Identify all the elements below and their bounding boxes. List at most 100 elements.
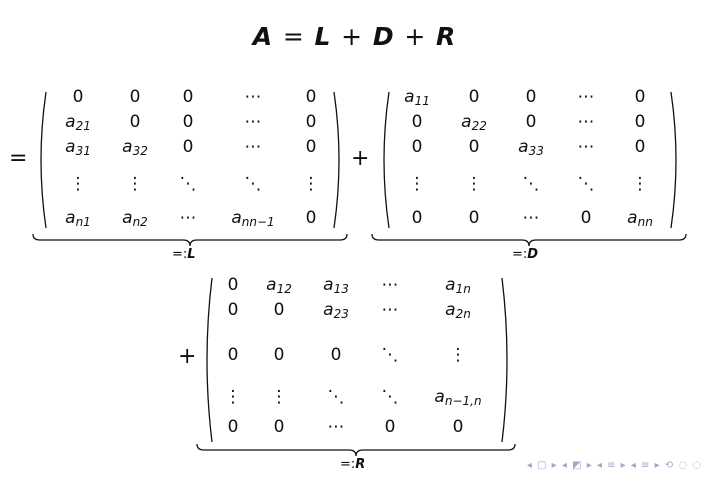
matrix-l-cell: ann−1 xyxy=(231,208,275,229)
matrix-l-cell: ⋮ xyxy=(126,174,144,194)
matrix-l-cell: ⋱ xyxy=(244,174,262,194)
matrix-l-cell: 0 xyxy=(182,137,194,157)
matrix-d-cell: 0 xyxy=(411,137,423,157)
matrix-d-left-paren xyxy=(383,91,390,229)
matrix-d-cell: ⋱ xyxy=(577,174,595,194)
navigation-symbols[interactable]: ◂ ▢ ▸ ◂ ◩ ▸ ◂ ≡ ▸ ◂ ≡ ▸ ⟲ ◌ ◌ xyxy=(526,460,702,471)
matrix-r-cell: 0 xyxy=(384,417,396,437)
matrix-r-cell: ⋮ xyxy=(224,387,242,407)
matrix-d-cell: 0 xyxy=(634,137,646,157)
matrix-l-cell: ⋮ xyxy=(302,174,320,194)
matrix-l-cell: a21 xyxy=(65,112,91,133)
matrix-l-cell: 0 xyxy=(305,112,317,132)
matrix-d-cell: a22 xyxy=(461,112,487,133)
brace-r xyxy=(196,443,516,457)
matrix-l-cell: a32 xyxy=(122,137,148,158)
matrix-r-cell: a2n xyxy=(445,300,471,321)
matrix-r-cell: a12 xyxy=(266,275,292,296)
matrix-l-right-paren xyxy=(333,91,340,229)
matrix-r-cell: 0 xyxy=(273,345,285,365)
matrix-r-cell: ⋮ xyxy=(449,345,467,365)
matrix-l-cell: 0 xyxy=(305,137,317,157)
matrix-d-cell: ann xyxy=(627,208,653,229)
matrix-d-cell: a33 xyxy=(518,137,544,158)
equals-sign: = xyxy=(9,146,28,171)
matrix-l-cell: 0 xyxy=(129,112,141,132)
matrix-r-right-paren xyxy=(501,277,508,443)
matrix-d-cell: ⋮ xyxy=(408,174,426,194)
matrix-d-cell: ⋯ xyxy=(577,112,595,132)
matrix-r-cell: an−1,n xyxy=(434,387,482,408)
matrix-r-cell: 0 xyxy=(273,300,285,320)
title-plus-2: + xyxy=(404,22,426,51)
matrix-d-cell: 0 xyxy=(468,208,480,228)
plus-sign-2: + xyxy=(178,344,197,369)
matrix-r-cell: 0 xyxy=(227,345,239,365)
matrix-r-cell: ⋮ xyxy=(270,387,288,407)
equation-title: A = L + D + R xyxy=(0,22,708,51)
matrix-l-cell: an1 xyxy=(65,208,91,229)
matrix-r-cell: ⋯ xyxy=(327,417,345,437)
matrix-l-cell: ⋯ xyxy=(179,208,197,228)
matrix-r-cell: a13 xyxy=(323,275,349,296)
matrix-l-cell: an2 xyxy=(122,208,148,229)
matrix-l-cell: ⋱ xyxy=(179,174,197,194)
matrix-r-cell: ⋱ xyxy=(327,387,345,407)
title-plus-1: + xyxy=(341,22,363,51)
matrix-d-cell: 0 xyxy=(525,112,537,132)
matrix-r-cell: 0 xyxy=(227,417,239,437)
matrix-r-cell: ⋯ xyxy=(381,275,399,295)
label-l: =:L xyxy=(172,247,196,262)
matrix-r-cell: a23 xyxy=(323,300,349,321)
matrix-d-cell: ⋱ xyxy=(522,174,540,194)
matrix-l-left-paren xyxy=(40,91,47,229)
matrix-l-cell: 0 xyxy=(305,208,317,228)
matrix-l-cell: ⋮ xyxy=(69,174,87,194)
matrix-d-cell: ⋮ xyxy=(465,174,483,194)
matrix-d-cell: 0 xyxy=(411,112,423,132)
matrix-l-cell: 0 xyxy=(182,112,194,132)
matrix-d-cell: 0 xyxy=(525,87,537,107)
matrix-l-cell: 0 xyxy=(305,87,317,107)
matrix-l-cell: 0 xyxy=(129,87,141,107)
plus-sign-1: + xyxy=(351,146,370,171)
matrix-d-right-paren xyxy=(670,91,677,229)
matrix-d-cell: 0 xyxy=(411,208,423,228)
matrix-l-cell: 0 xyxy=(72,87,84,107)
brace-l xyxy=(32,233,348,247)
matrix-r-cell: 0 xyxy=(227,275,239,295)
title-lhs: A xyxy=(252,22,273,51)
matrix-d-cell: 0 xyxy=(580,208,592,228)
label-r: =:R xyxy=(340,457,366,472)
matrix-r-cell: 0 xyxy=(452,417,464,437)
title-equals: = xyxy=(282,22,304,51)
matrix-r-cell: 0 xyxy=(273,417,285,437)
matrix-l-cell: ⋯ xyxy=(244,112,262,132)
matrix-l-cell: a31 xyxy=(65,137,91,158)
matrix-d-cell: 0 xyxy=(634,112,646,132)
matrix-d-cell: 0 xyxy=(634,87,646,107)
title-term-l: L xyxy=(314,22,331,51)
matrix-r-cell: ⋱ xyxy=(381,387,399,407)
title-term-d: D xyxy=(372,22,394,51)
matrix-r-cell: ⋯ xyxy=(381,300,399,320)
matrix-d-cell: a11 xyxy=(404,87,430,108)
matrix-l-cell: ⋯ xyxy=(244,87,262,107)
matrix-d-cell: 0 xyxy=(468,137,480,157)
label-d: =:D xyxy=(512,247,539,262)
brace-d xyxy=(371,233,687,247)
matrix-d-cell: 0 xyxy=(468,87,480,107)
matrix-r-left-paren xyxy=(206,277,213,443)
title-term-r: R xyxy=(435,22,456,51)
matrix-r-cell: a1n xyxy=(445,275,471,296)
matrix-l-cell: ⋯ xyxy=(244,137,262,157)
matrix-d-cell: ⋯ xyxy=(577,87,595,107)
matrix-r-cell: 0 xyxy=(227,300,239,320)
matrix-d-cell: ⋮ xyxy=(631,174,649,194)
matrix-r-cell: ⋱ xyxy=(381,345,399,365)
matrix-d-cell: ⋯ xyxy=(577,137,595,157)
